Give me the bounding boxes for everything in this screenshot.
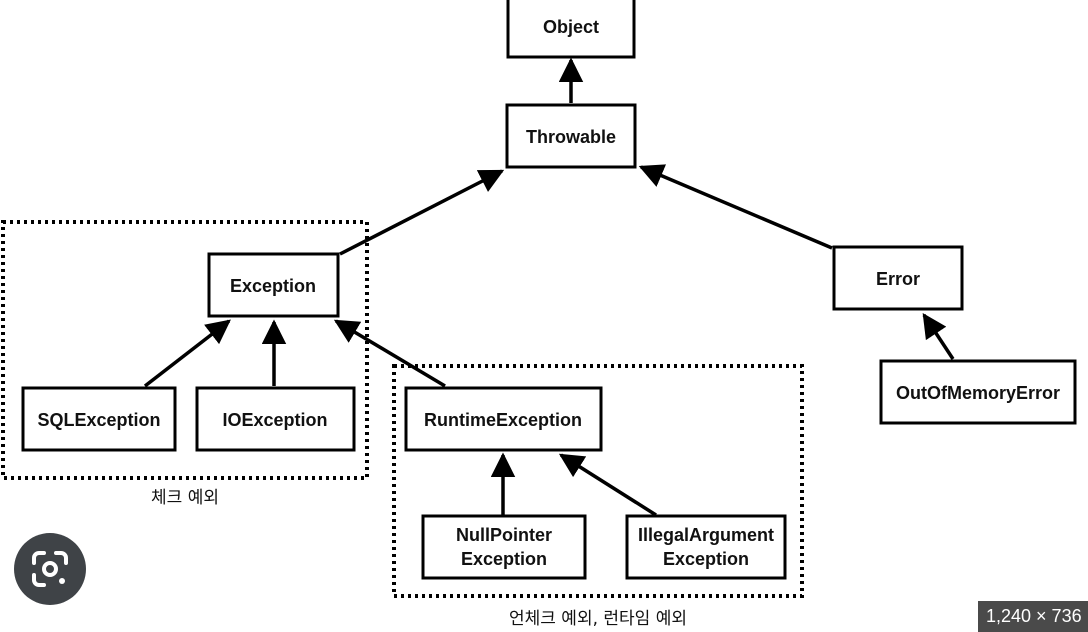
checked-exception-caption: 체크 예외 bbox=[151, 488, 219, 508]
arrow-exception-to-throwable bbox=[339, 169, 505, 256]
checked-exception-group bbox=[1, 220, 369, 480]
arrow-outofmemoryerror-to-error bbox=[922, 312, 955, 360]
node-label-illegalargument-line2: Exception bbox=[663, 549, 749, 569]
node-label-object: Object bbox=[543, 17, 599, 37]
inheritance-arrows bbox=[143, 57, 955, 517]
node-label-exception: Exception bbox=[230, 276, 316, 296]
arrow-error-to-throwable bbox=[638, 164, 833, 250]
node-label-nullpointer-line1: NullPointer bbox=[456, 525, 552, 545]
arrow-illegalargument-to-runtimeexception bbox=[558, 453, 657, 517]
node-label-outofmemoryerror: OutOfMemoryError bbox=[896, 383, 1060, 403]
node-box-outofmemoryerror bbox=[879, 359, 1077, 425]
class-node-labels: Object Throwable Exception Error SQLExce… bbox=[37, 17, 1060, 569]
node-label-illegalargument-line1: IllegalArgument bbox=[638, 525, 774, 545]
node-box-sqlexception bbox=[21, 386, 177, 452]
arrow-runtimeexception-to-exception bbox=[333, 319, 446, 388]
node-label-throwable: Throwable bbox=[526, 127, 616, 147]
node-box-throwable bbox=[505, 103, 637, 169]
google-lens-icon bbox=[32, 551, 68, 587]
node-label-runtimeexception: RuntimeException bbox=[424, 410, 582, 430]
node-box-object bbox=[506, 0, 636, 59]
node-box-runtimeexception bbox=[404, 386, 603, 452]
unchecked-exception-caption: 언체크 예외, 런타임 예외 bbox=[509, 609, 687, 629]
node-box-error bbox=[832, 245, 964, 311]
node-box-illegalargumentexception bbox=[625, 514, 787, 580]
node-box-ioexception bbox=[195, 386, 356, 452]
image-dimensions-badge: 1,240 × 736 bbox=[978, 601, 1088, 632]
node-label-error: Error bbox=[876, 269, 920, 289]
node-box-exception bbox=[207, 252, 340, 318]
node-label-ioexception: IOException bbox=[222, 410, 327, 430]
unchecked-exception-group bbox=[392, 364, 804, 598]
node-label-sqlexception: SQLException bbox=[37, 410, 160, 430]
node-label-nullpointer-line2: Exception bbox=[461, 549, 547, 569]
arrow-sqlexception-to-exception bbox=[143, 319, 231, 388]
class-nodes bbox=[21, 0, 1077, 580]
node-box-nullpointerexception bbox=[421, 514, 587, 580]
google-lens-button[interactable] bbox=[14, 533, 86, 605]
